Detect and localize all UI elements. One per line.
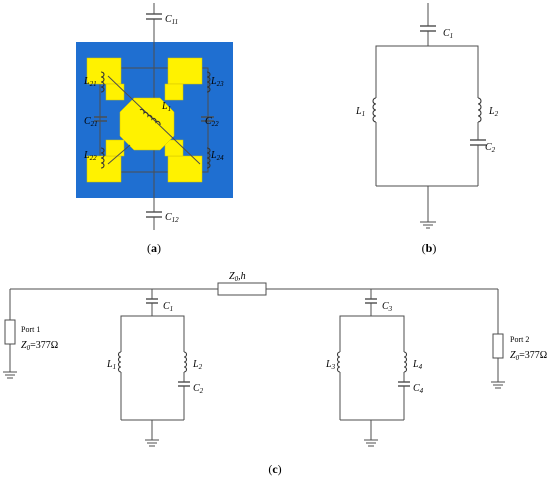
label-c-c1: C1	[163, 301, 173, 313]
capacitor-c22	[201, 116, 214, 122]
label-b-c2: C2	[485, 142, 496, 154]
label-l24: L24	[210, 150, 224, 162]
label-c-l3: L3	[325, 359, 336, 371]
label-l22: L22	[83, 150, 97, 162]
patch-top-right	[164, 57, 203, 101]
label-c-l4: L4	[412, 359, 423, 371]
label-b-c1: C1	[443, 28, 453, 40]
inductor-b-l2	[477, 97, 482, 123]
resonator-left: C1 L1 L2 C2	[106, 289, 204, 447]
capacitor-b-c2	[470, 139, 486, 146]
ground-b	[420, 221, 436, 229]
label-c11: C11	[165, 14, 178, 26]
capacitor-c-c1	[146, 298, 158, 304]
inductor-b-l1	[372, 97, 377, 123]
caption-a: (a)	[147, 241, 161, 255]
caption-c: (c)	[268, 462, 281, 476]
ground-port-2	[491, 381, 505, 389]
capacitor-c21	[94, 116, 107, 122]
label-c-l1: L1	[106, 359, 116, 371]
inductor-l22	[100, 147, 105, 169]
panel-b: C1 L1 L2 C2 (b)	[355, 3, 499, 255]
port-1-resistor	[4, 319, 16, 345]
label-c-c4: C4	[413, 383, 424, 395]
label-z0h: Z0,h	[229, 271, 246, 283]
capacitor-c1	[420, 25, 436, 32]
label-b-l1: L1	[355, 106, 365, 118]
inductor-c-l2	[183, 351, 188, 373]
inductor-c-l1	[117, 351, 122, 373]
inductor-l24	[206, 147, 211, 169]
label-l23: L23	[210, 76, 224, 88]
label-port-1-z: Z0=377Ω	[21, 340, 58, 352]
inductor-c-l4	[403, 351, 408, 373]
port-2-resistor	[492, 333, 504, 359]
label-c-l2: L2	[192, 359, 203, 371]
panel-c: Z0,h Port 1 Z0=377Ω Port 2 Z0=377Ω	[3, 271, 547, 476]
label-port-2-z: Z0=377Ω	[510, 350, 547, 362]
transmission-line	[217, 282, 267, 296]
label-c22: C22	[205, 116, 219, 128]
caption-b: (b)	[422, 241, 437, 255]
capacitor-c11	[146, 13, 162, 20]
patch-center	[119, 97, 175, 151]
inductor-c-l3	[336, 351, 341, 373]
ground-c-right	[364, 439, 378, 447]
panel-a: C11	[76, 3, 233, 255]
label-l21: L21	[83, 76, 97, 88]
label-port-2: Port 2	[510, 335, 529, 344]
inductor-l23	[206, 71, 211, 93]
resonator-right: C3 L3 L4 C4	[325, 289, 424, 447]
label-c-c3: C3	[382, 301, 393, 313]
capacitor-c-c4	[398, 381, 410, 387]
label-l1: L1	[161, 101, 171, 113]
capacitor-c-c3	[365, 298, 377, 304]
inductor-l21	[100, 71, 105, 93]
label-c12: C12	[165, 212, 179, 224]
capacitor-c-c2	[178, 381, 190, 387]
label-port-1: Port 1	[21, 325, 40, 334]
label-c21: C21	[84, 116, 98, 128]
inductor-l1	[139, 108, 161, 126]
label-c-c2: C2	[193, 383, 204, 395]
capacitor-c12	[146, 211, 162, 218]
ground-c-left	[145, 439, 159, 447]
ground-port-1	[3, 371, 17, 379]
label-b-l2: L2	[488, 106, 499, 118]
